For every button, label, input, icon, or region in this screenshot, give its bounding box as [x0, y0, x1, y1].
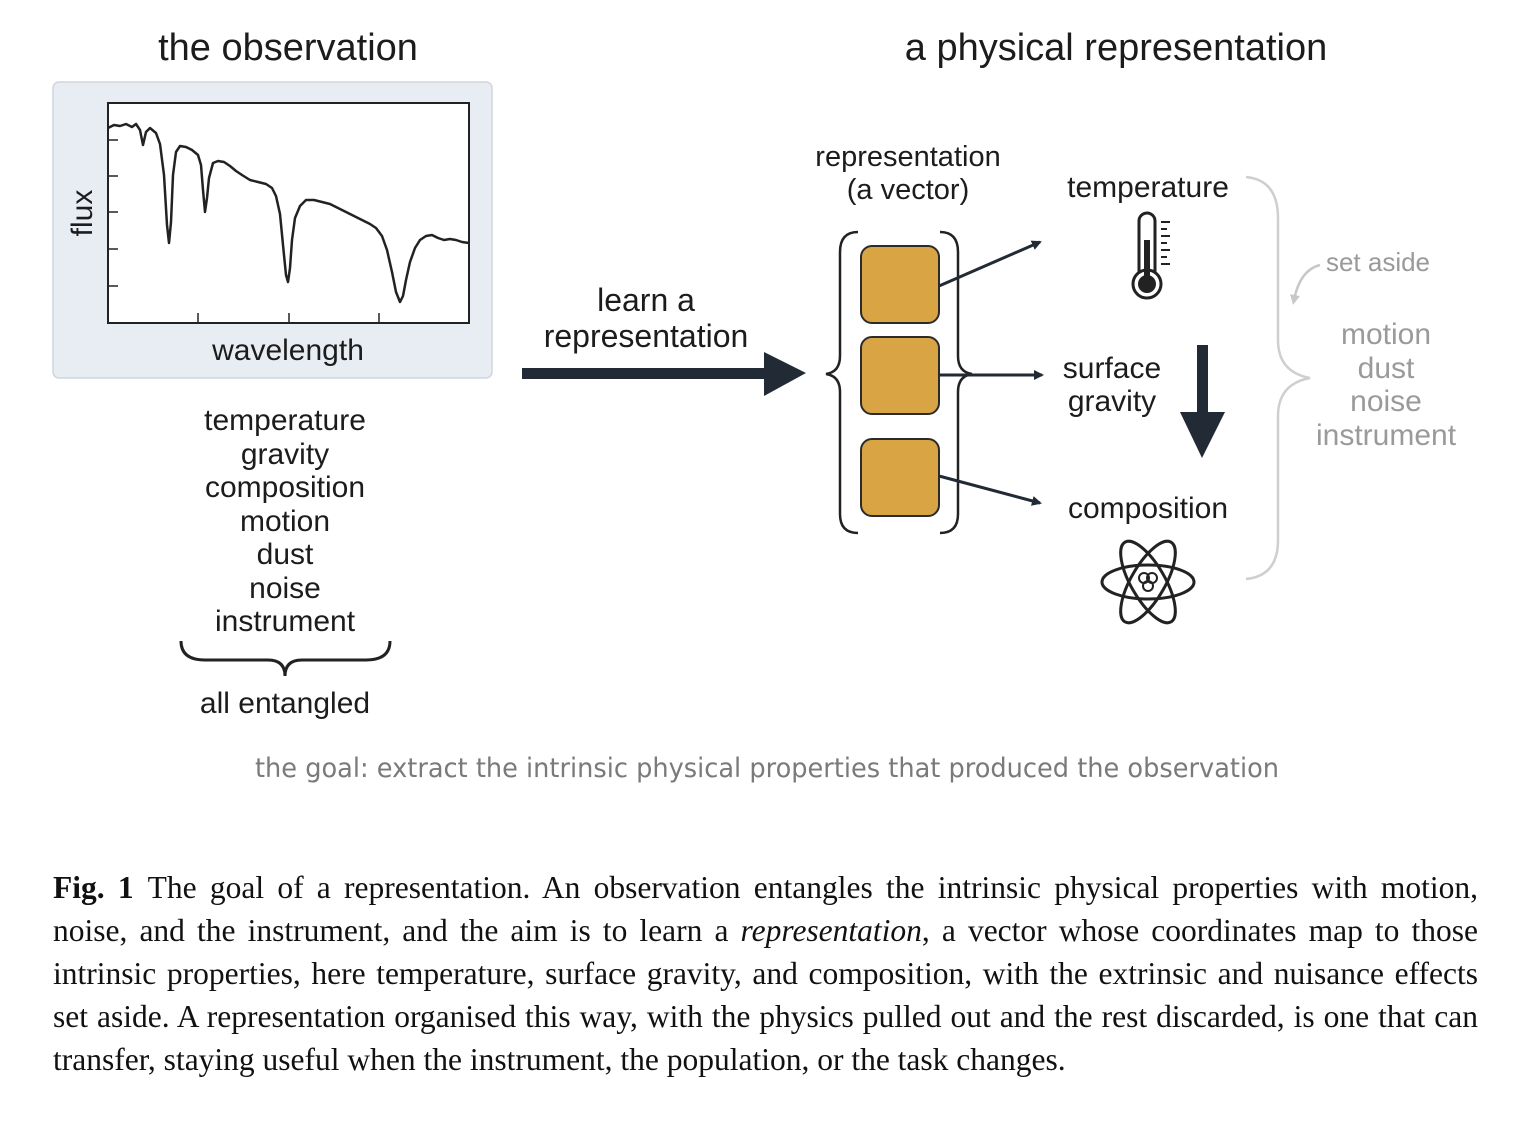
set-aside-item: dust	[1358, 352, 1415, 385]
caption-italic-term: representation	[740, 913, 922, 948]
spectrum-x-ticks	[197, 313, 380, 323]
entangled-item: noise	[249, 572, 321, 605]
set-aside-list: motion dust noise instrument	[1316, 318, 1457, 452]
caption-text-before: The goal of a representation. An observa…	[53, 870, 1478, 948]
spectrum-y-ticks	[108, 139, 118, 287]
set-aside-item: noise	[1350, 385, 1422, 418]
property-surface-line1: surface	[1063, 352, 1161, 385]
arrow-label-line2: representation	[544, 318, 749, 354]
vector-label-line1: representation	[815, 141, 1000, 173]
entangled-list: temperature gravity composition motion d…	[204, 404, 366, 638]
atom-icon	[1100, 539, 1196, 625]
property-composition: composition	[1068, 492, 1228, 525]
entangled-item: temperature	[204, 404, 366, 437]
spectrum-xlabel: wavelength	[211, 334, 364, 367]
gravity-arrow-icon	[1180, 345, 1225, 458]
vector-component-3	[860, 438, 940, 517]
arrow-label-line1: learn a	[597, 282, 695, 318]
goal-text: the goal: extract the intrinsic physical…	[255, 753, 1279, 784]
thermometer-icon	[1131, 211, 1170, 300]
left-title: the observation	[158, 27, 418, 69]
learn-arrow	[522, 352, 806, 396]
set-aside-label: set aside	[1326, 247, 1430, 277]
vector-component-1	[860, 245, 940, 324]
caption-text-after: , a vector whose coordinates map to thos…	[53, 913, 1478, 1077]
entangled-item: motion	[240, 505, 330, 538]
set-aside-item: motion	[1341, 318, 1431, 351]
entangled-item: dust	[257, 538, 314, 571]
spectrum-plot-frame	[107, 102, 470, 324]
vector-components	[860, 245, 940, 517]
vector-component-2	[860, 336, 940, 415]
observation-panel: flux wavelength	[52, 81, 493, 379]
spectrum-curve	[107, 122, 470, 304]
spectrum-ylabel: flux	[66, 190, 99, 237]
property-temperature: temperature	[1067, 171, 1229, 204]
entangled-item: gravity	[241, 438, 329, 471]
set-aside-arrow	[1290, 263, 1321, 305]
figure: the observation a physical representatio…	[52, 27, 1457, 784]
vector-label-line2: (a vector)	[847, 174, 969, 206]
entangled-item: instrument	[215, 605, 356, 638]
caption-label: Fig. 1	[53, 870, 134, 905]
set-aside-item: instrument	[1316, 419, 1457, 452]
entangled-item: composition	[205, 471, 365, 504]
mapping-arrows	[938, 240, 1044, 506]
property-surface-line2: gravity	[1068, 385, 1156, 418]
set-aside-brace	[1245, 175, 1311, 581]
right-title: a physical representation	[905, 27, 1327, 69]
entangled-label: all entangled	[200, 687, 370, 720]
entangled-brace	[179, 640, 392, 677]
